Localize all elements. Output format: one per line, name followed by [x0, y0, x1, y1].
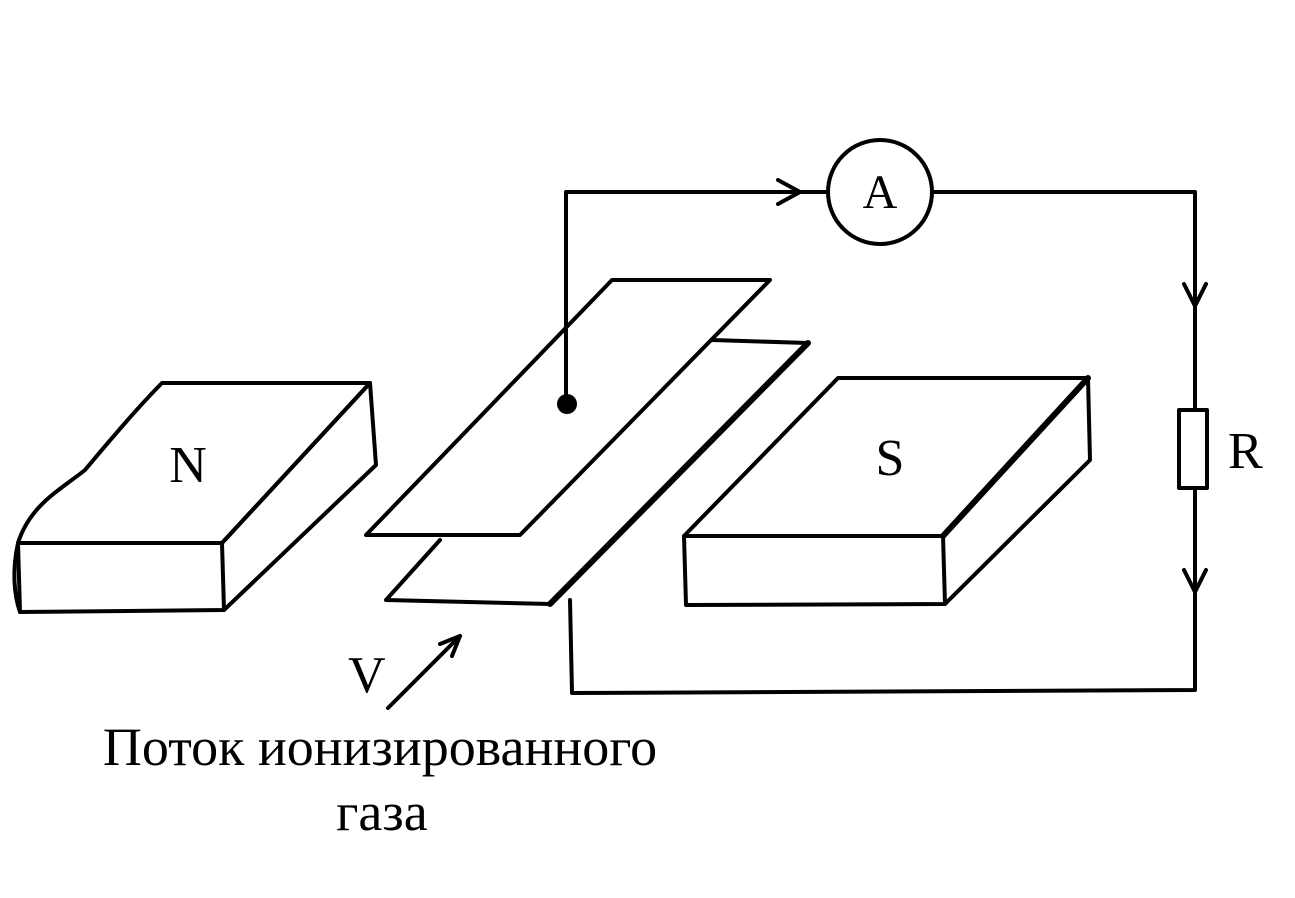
resistor-label: R — [1228, 423, 1263, 480]
lower-electrode-plate — [384, 338, 811, 607]
current-arrow-icon — [776, 178, 802, 206]
current-arrow-icon — [1182, 282, 1208, 308]
velocity-arrow-icon — [386, 634, 462, 710]
electrode-contact-dot — [557, 394, 577, 414]
velocity-label: V — [348, 647, 386, 704]
current-arrow-icon — [1182, 568, 1208, 594]
resistor-icon — [1177, 408, 1209, 490]
magnet-north — [12, 381, 378, 614]
ammeter-icon — [826, 138, 934, 246]
upper-electrode-plate — [364, 278, 772, 537]
magnet-south-label: S — [876, 430, 905, 487]
caption-line-2: газа — [336, 782, 427, 842]
magnet-south — [682, 375, 1092, 607]
ammeter-label: A — [863, 166, 898, 219]
caption-line-1: Поток ионизированного — [103, 717, 657, 777]
magnet-north-label: N — [169, 437, 207, 494]
